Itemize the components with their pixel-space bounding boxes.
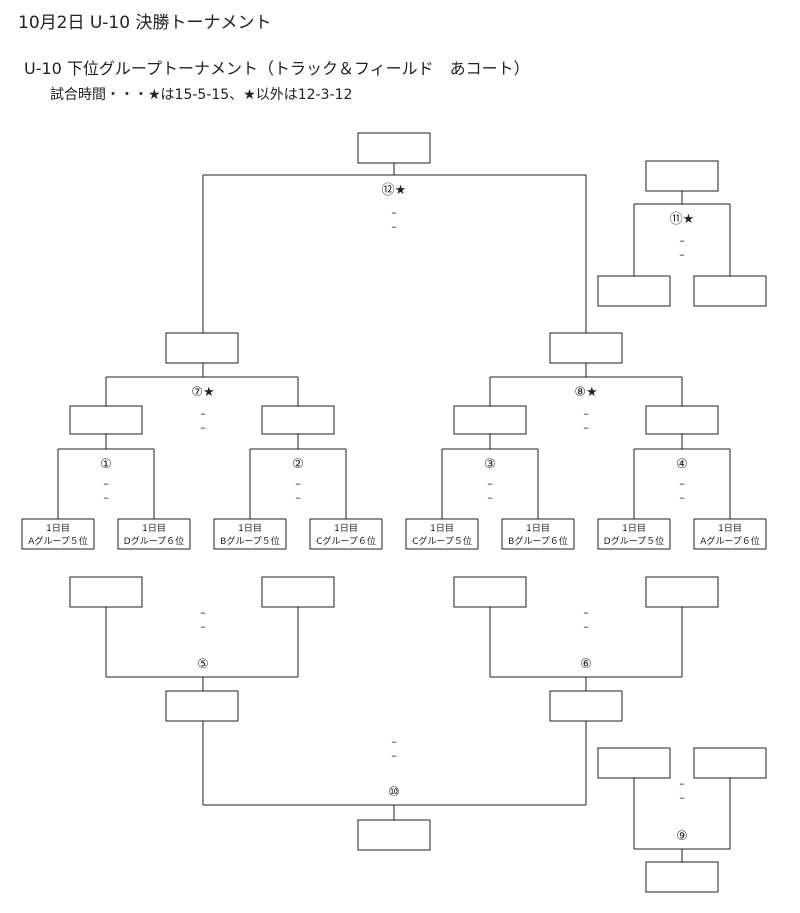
score-dash: – xyxy=(103,491,109,504)
match-label-m12: ⑫★ xyxy=(382,183,407,198)
score-dash: – xyxy=(391,220,397,233)
team-group: Bグループ５位 xyxy=(220,535,280,547)
score-dash: – xyxy=(583,421,589,434)
team-slot-m5-right xyxy=(261,576,335,608)
team-group: Bグループ６位 xyxy=(508,535,568,547)
winner-slot-m8 xyxy=(549,332,623,364)
team-slot xyxy=(309,518,383,550)
team-day: 1日目 xyxy=(622,523,646,534)
team-slot xyxy=(405,518,479,550)
score-dash: – xyxy=(487,477,493,490)
score-dash: – xyxy=(200,421,206,434)
match-label-m6: ⑥ xyxy=(580,657,592,672)
team-slot xyxy=(501,518,575,550)
match-label-m4: ④ xyxy=(676,457,688,472)
score-dash: – xyxy=(679,777,685,790)
score-dash: – xyxy=(295,491,301,504)
team-day: 1日目 xyxy=(238,523,262,534)
score-dash: – xyxy=(391,206,397,219)
match-label-m5: ⑤ xyxy=(197,657,209,672)
winner-slot-m12 xyxy=(357,132,431,164)
team-slot-m5-left xyxy=(69,576,143,608)
team-group: Aグループ６位 xyxy=(700,535,760,547)
bracket-subtitle: U-10 下位グループトーナメント（トラック＆フィールド あコート） xyxy=(24,59,530,78)
score-dash: – xyxy=(391,735,397,748)
score-dash: – xyxy=(487,491,493,504)
team-slot xyxy=(21,518,95,550)
score-dash: – xyxy=(583,407,589,420)
match-label-m11: ⑪★ xyxy=(670,212,695,227)
score-dash: – xyxy=(391,749,397,762)
match-label-m9: ⑨ xyxy=(676,829,688,844)
score-dash: – xyxy=(295,477,301,490)
winner-slot-m11 xyxy=(645,160,719,192)
team-day: 1日目 xyxy=(142,523,166,534)
match-label-m10: ⑩ xyxy=(388,785,400,800)
match-label-m2: ② xyxy=(292,457,304,472)
team-slot xyxy=(213,518,287,550)
score-dash: – xyxy=(200,606,206,619)
team-day: 1日目 xyxy=(430,523,454,534)
match-label-m8: ⑧★ xyxy=(574,385,597,400)
winner-slot-m4 xyxy=(645,405,719,435)
winner-slot-m2 xyxy=(261,405,335,435)
team-day: 1日目 xyxy=(526,523,550,534)
winner-slot-m9 xyxy=(645,861,719,893)
score-dash: – xyxy=(103,477,109,490)
score-dash: – xyxy=(679,248,685,261)
score-dash: – xyxy=(583,620,589,633)
page-title: 10月2日 U-10 決勝トーナメント xyxy=(18,13,272,33)
score-dash: – xyxy=(679,234,685,247)
winner-slot-m10 xyxy=(357,819,431,851)
winner-slot-m3 xyxy=(453,405,527,435)
winner-slot-m1 xyxy=(69,405,143,435)
team-group: Dグループ５位 xyxy=(604,535,664,547)
winner-slot-m6 xyxy=(549,690,623,722)
score-dash: – xyxy=(679,477,685,490)
match-time-rule: 試合時間・・・★は15-5-15、★以外は12-3-12 xyxy=(50,87,353,103)
team-group: Aグループ５位 xyxy=(28,535,88,547)
match-label-m3: ③ xyxy=(484,457,496,472)
match-label-m7: ⑦★ xyxy=(191,385,214,400)
winner-slot-m7 xyxy=(165,332,239,364)
team-slot-m9-right xyxy=(693,747,767,779)
team-slot xyxy=(693,518,767,550)
team-group: Dグループ６位 xyxy=(124,535,184,547)
score-dash: – xyxy=(679,491,685,504)
team-slot-m11-right xyxy=(693,275,767,307)
team-slot-m6-right xyxy=(645,576,719,608)
team-slot-m6-left xyxy=(453,576,527,608)
team-slot xyxy=(597,518,671,550)
score-dash: – xyxy=(200,620,206,633)
team-day: 1日目 xyxy=(718,523,742,534)
score-dash: – xyxy=(200,407,206,420)
match-label-m1: ① xyxy=(100,457,112,472)
score-dash: – xyxy=(583,606,589,619)
team-group: Cグループ６位 xyxy=(316,535,376,547)
score-dash: – xyxy=(679,791,685,804)
team-slot-m9-left xyxy=(597,747,671,779)
team-group: Cグループ５位 xyxy=(412,535,472,547)
team-slot-m11-left xyxy=(597,275,671,307)
team-day: 1日目 xyxy=(46,523,70,534)
team-slot xyxy=(117,518,191,550)
team-day: 1日目 xyxy=(334,523,358,534)
winner-slot-m5 xyxy=(165,690,239,722)
